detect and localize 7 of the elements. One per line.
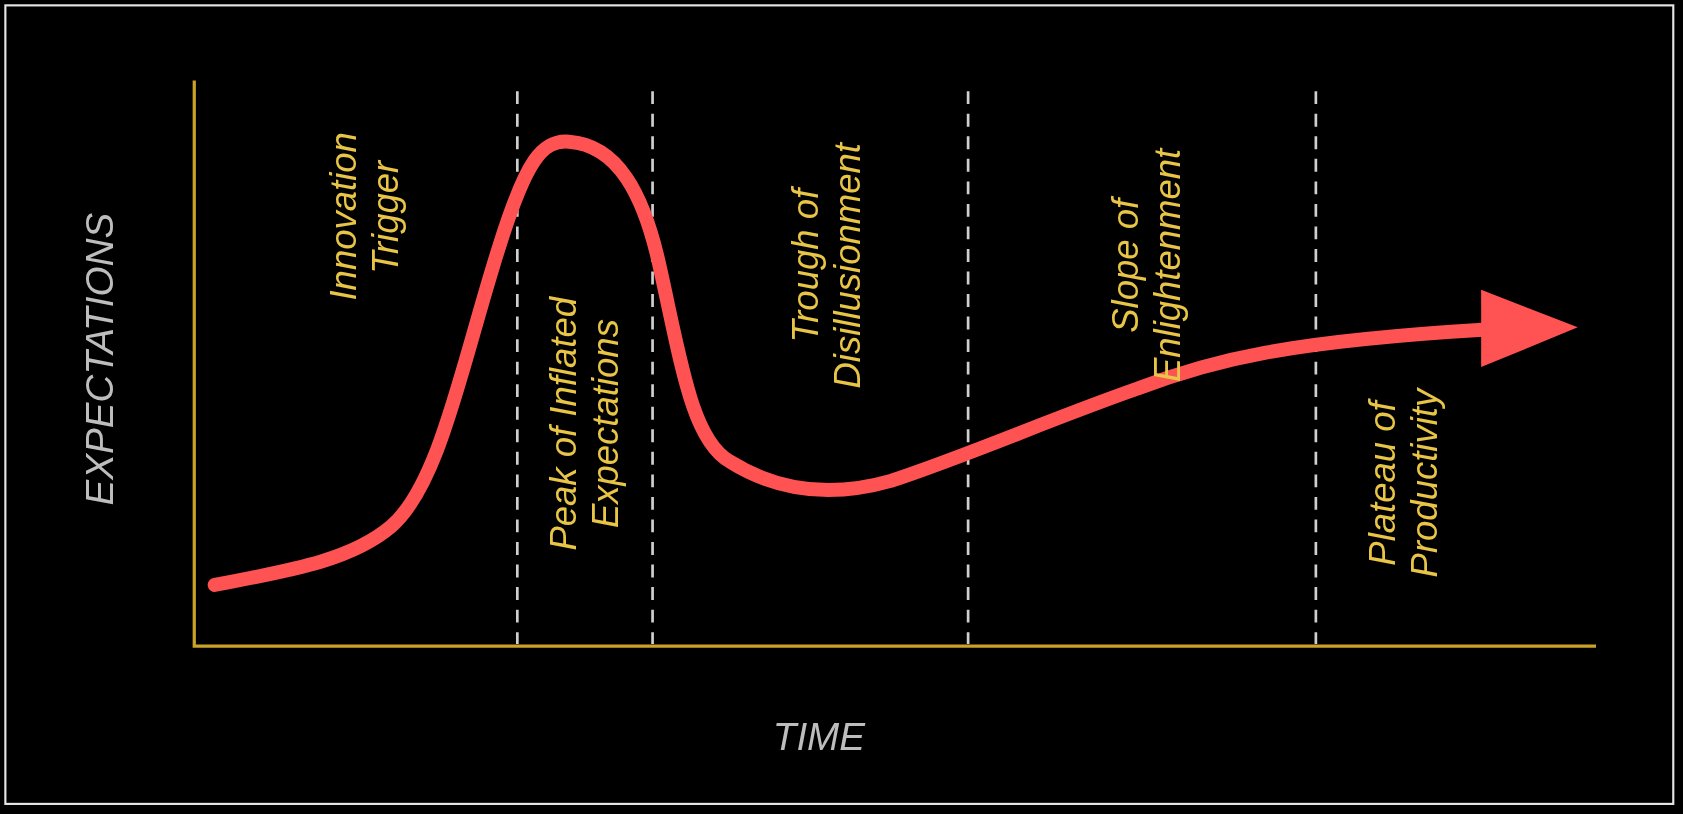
phase-label: Plateau of Productivity — [1362, 387, 1446, 580]
phase-label: Peak of Inflated Expectations — [543, 295, 627, 553]
phase-label: Innovation Trigger — [323, 131, 407, 303]
phase-label: Trough of Disillusionment — [784, 141, 869, 391]
phase-label: Slope of Enlightenment — [1104, 147, 1189, 385]
axis-label: TIME — [772, 714, 866, 760]
axis-label: EXPECTATIONS — [77, 212, 122, 508]
